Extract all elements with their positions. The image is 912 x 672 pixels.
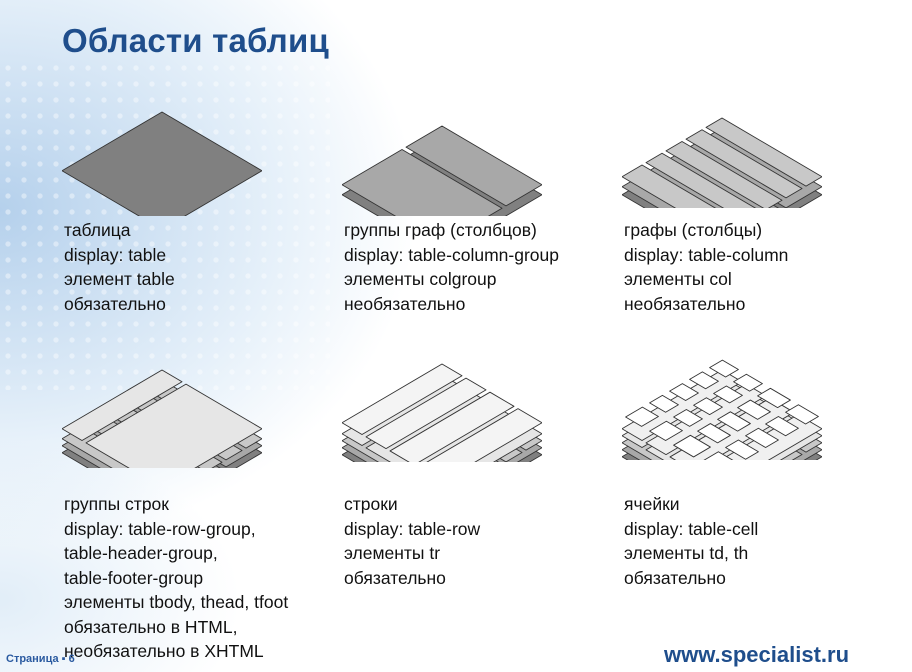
caption-line: display: table <box>64 244 167 265</box>
caption-line: обязательно <box>624 567 726 588</box>
caption-line: display: table-column <box>624 244 789 265</box>
caption-line: строки <box>344 494 398 514</box>
row-plane <box>426 408 542 462</box>
caption-line: display: table-cell <box>624 518 759 539</box>
row-plane <box>365 377 487 450</box>
cell-plane <box>625 406 659 427</box>
caption-columns: графы (столбцы) display: table-column эл… <box>624 218 884 316</box>
row-plane <box>645 383 767 456</box>
cell-plane <box>693 397 723 416</box>
caption-row-group: группы строк display: table-row-group, t… <box>64 492 324 664</box>
column-group-layers-icon <box>342 92 542 216</box>
caption-line: обязательно <box>344 567 446 588</box>
column-plane <box>645 152 757 208</box>
row-plane <box>622 369 743 441</box>
caption-line: необязательно <box>624 293 746 314</box>
cell-plane <box>649 394 679 413</box>
caption-line: группы строк <box>64 494 169 514</box>
caption-line: обязательно <box>64 293 166 314</box>
caption-line: table-header-group, <box>64 543 218 563</box>
slide-title: Области таблиц <box>62 22 329 59</box>
caption-table: таблица display: table элемент table обя… <box>64 218 324 316</box>
caption-line: элементы tbody, thead, tfoot <box>64 592 289 612</box>
caption-line: элементы colgroup <box>344 269 497 289</box>
cell-plane <box>745 427 779 448</box>
cell-plane <box>673 409 703 427</box>
caption-line: элемент table <box>64 269 175 289</box>
cell-plane <box>689 371 719 390</box>
caption-column-group: группы граф (столбцов) display: table-co… <box>344 218 604 316</box>
column-plane <box>705 117 822 187</box>
column-plane <box>685 129 803 199</box>
row-plane <box>389 391 515 462</box>
cell-plane <box>649 420 683 441</box>
column-group-plane <box>405 125 542 207</box>
cell-plane <box>703 451 734 460</box>
row-group-plane <box>62 369 183 441</box>
caption-line: display: table-column-group <box>344 244 559 265</box>
row-group-plane <box>85 383 262 468</box>
cell-plane <box>785 404 819 425</box>
row-group-layers-icon <box>62 344 262 468</box>
caption-line: table-footer-group <box>64 567 204 588</box>
site-url: www.specialist.ru <box>664 642 850 667</box>
rows-layers-icon <box>342 338 542 462</box>
caption-line: элементы td, th <box>624 543 749 563</box>
page-number: Страница ▪ 6 <box>6 653 75 665</box>
column-plane <box>665 141 783 208</box>
row-plane <box>342 363 463 435</box>
cell-plane <box>669 383 699 401</box>
cell-plane <box>733 373 763 392</box>
caption-line: группы граф (столбцов) <box>344 220 537 240</box>
cell-plane <box>713 385 743 404</box>
cell-plane <box>673 434 711 458</box>
caption-line: display: table-row <box>344 518 481 539</box>
cell-plane <box>737 399 771 420</box>
cell-plane <box>709 359 739 378</box>
caption-line: обязательно в HTML, <box>64 616 238 637</box>
caption-line: элементы tr <box>344 543 441 563</box>
caption-line: ячейки <box>624 494 680 514</box>
caption-line: элементы col <box>624 269 732 289</box>
caption-line: необязательно <box>344 293 466 314</box>
cells-layers-icon <box>622 330 822 460</box>
columns-layers-icon <box>622 84 822 208</box>
cell-plane <box>765 416 799 437</box>
caption-line: таблица <box>64 220 131 240</box>
caption-rows: строки display: table-row элементы tr об… <box>344 492 604 590</box>
caption-line: display: table-row-group, <box>64 518 256 539</box>
cell-plane <box>697 423 731 444</box>
cell-plane <box>725 439 759 460</box>
caption-line: графы (столбцы) <box>624 220 763 240</box>
caption-cells: ячейки display: table-cell элементы td, … <box>624 492 884 590</box>
table-plane <box>62 111 262 216</box>
table-layer-icon <box>62 92 262 216</box>
cell-plane <box>757 387 791 409</box>
column-plane <box>622 164 717 208</box>
caption-line: необязательно в XHTML <box>64 641 264 661</box>
column-group-plane <box>342 149 503 216</box>
cell-plane <box>717 411 751 432</box>
